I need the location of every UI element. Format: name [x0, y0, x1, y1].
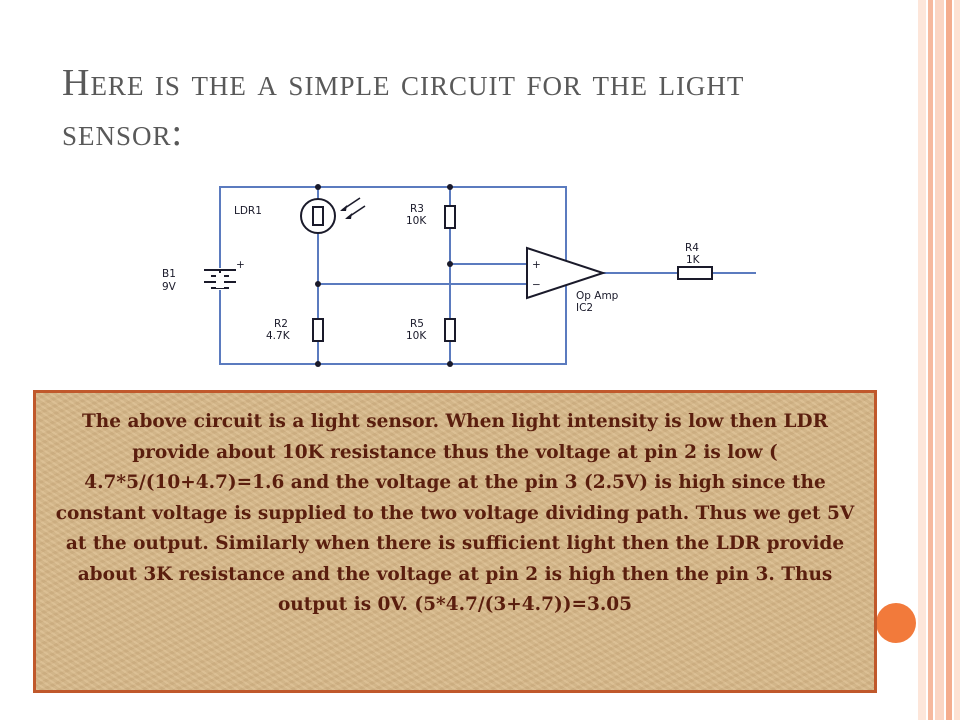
explanation-text: The above circuit is a light sensor. Whe… — [55, 411, 855, 615]
circuit-diagram: LDR1 B1 9V + R2 4.7K R3 10K R5 10K R4 1K… — [162, 184, 756, 367]
r2-value: 4.7K — [266, 330, 291, 342]
ldr1 — [300, 198, 336, 234]
resistor-r4 — [677, 266, 713, 280]
slide-title: Here is the a simple circuit for the lig… — [62, 62, 745, 154]
opamp-plus-sign: + — [532, 259, 541, 271]
opamp-minus-sign: − — [532, 279, 541, 291]
light-arrows-icon — [340, 197, 366, 219]
explanation-box: The above circuit is a light sensor. Whe… — [33, 390, 877, 693]
opamp-id: IC2 — [576, 302, 593, 314]
r5-value: 10K — [406, 330, 427, 342]
r3-name: R3 — [410, 203, 424, 215]
junction-dots — [315, 184, 453, 367]
r4-value: 1K — [686, 254, 701, 266]
battery-b1 — [204, 269, 236, 289]
opamp-name: Op Amp — [576, 290, 619, 302]
r5-name: R5 — [410, 318, 424, 330]
b1-name: B1 — [162, 268, 176, 280]
ldr1-label: LDR1 — [234, 205, 262, 217]
r3-value: 10K — [406, 215, 427, 227]
b1-value: 9V — [162, 281, 177, 293]
r2-name: R2 — [274, 318, 288, 330]
battery-plus: + — [236, 259, 245, 271]
orange-bullet-circle — [876, 603, 916, 643]
resistor-r5 — [444, 318, 456, 342]
resistor-r2 — [312, 318, 324, 342]
decorative-stripes — [918, 0, 960, 720]
resistor-r3 — [444, 205, 456, 229]
r4-name: R4 — [685, 242, 699, 254]
opamp-triangle — [526, 246, 607, 300]
